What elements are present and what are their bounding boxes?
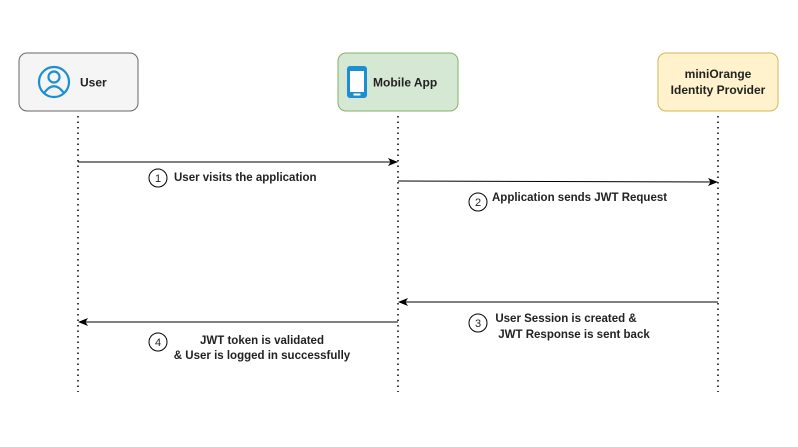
message-1-number-circle bbox=[148, 168, 168, 188]
message-2-number: 2 bbox=[475, 197, 481, 209]
message-4-label-line2: & User is logged in successfully bbox=[174, 350, 351, 362]
message-4-number: 4 bbox=[155, 337, 161, 349]
actor-mobile-app-box bbox=[337, 52, 459, 112]
message-4-number-circle bbox=[148, 332, 168, 352]
mobile-phone-icon bbox=[347, 66, 367, 98]
actor-idp-label-line1: miniOrange bbox=[685, 67, 752, 81]
actor-user-label: User bbox=[80, 76, 107, 90]
message-2-arrow bbox=[397, 177, 718, 186]
actor-identity-provider[interactable]: miniOrange Identity Provider bbox=[657, 52, 779, 112]
message-4-label-line1: JWT token is validated bbox=[200, 335, 324, 347]
message-3-label-line2: JWT Response is sent back bbox=[498, 329, 650, 341]
message-1: 1 User visits the application bbox=[78, 158, 398, 188]
actor-idp-label-line2: Identity Provider bbox=[671, 83, 766, 97]
message-3-number-circle bbox=[468, 313, 488, 333]
message-4: 4 JWT token is validated & User is logge… bbox=[78, 318, 398, 362]
message-2-label: Application sends JWT Request bbox=[492, 192, 667, 204]
message-3-label-line1: User Session is created & bbox=[495, 313, 636, 325]
message-1-number: 1 bbox=[155, 173, 161, 185]
message-3: 3 User Session is created & JWT Response… bbox=[398, 298, 718, 341]
user-circle-icon bbox=[37, 65, 71, 99]
actor-user-box bbox=[18, 52, 139, 112]
message-1-label: User visits the application bbox=[174, 172, 317, 184]
message-2-number-circle bbox=[468, 192, 488, 212]
actor-user[interactable]: User bbox=[18, 52, 139, 112]
actor-mobile-app[interactable]: Mobile App bbox=[337, 52, 459, 112]
message-2: 2 Application sends JWT Request bbox=[397, 177, 718, 212]
message-3-number: 3 bbox=[475, 318, 481, 330]
actor-mobile-app-label: Mobile App bbox=[373, 76, 437, 90]
actor-idp-box bbox=[657, 52, 779, 112]
